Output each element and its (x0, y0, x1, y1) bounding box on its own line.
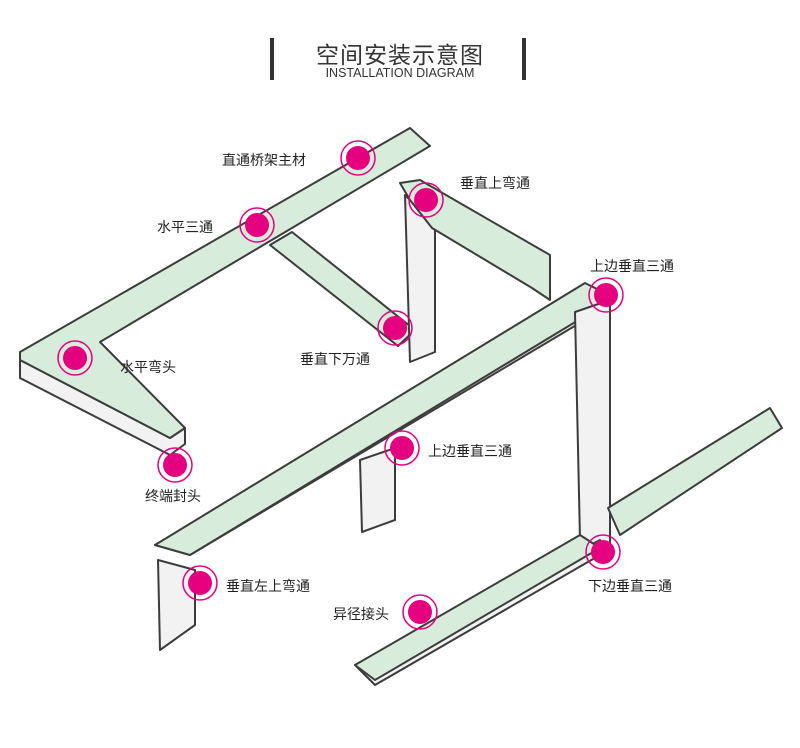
label-upper-vertical-tee-2: 上边垂直三通 (428, 444, 512, 460)
label-lower-vertical-tee: 下边垂直三通 (588, 579, 672, 595)
tray-right-vertical (574, 299, 611, 561)
label-reducer: 异径接头 (333, 607, 389, 623)
label-end-cap: 终端封头 (145, 489, 201, 505)
tray-lower-left (354, 534, 601, 681)
marker-vertical-down-elbow (377, 310, 413, 346)
marker-lower-vertical-tee (585, 534, 621, 570)
label-horizontal-elbow: 水平弯头 (120, 360, 176, 376)
title-bar-left (270, 38, 274, 80)
marker-end-cap (157, 447, 193, 483)
tray-main-upper (19, 127, 431, 439)
label-upper-vertical-tee-1: 上边垂直三通 (590, 259, 674, 275)
markers (57, 140, 624, 630)
marker-horizontal-tee (239, 207, 275, 243)
marker-reducer (402, 594, 438, 630)
marker-straight-tray (340, 140, 376, 176)
marker-upper-vertical-tee-2 (384, 430, 420, 466)
label-vertical-left-up-elbow: 垂直左上弯通 (226, 579, 310, 595)
title-chinese: 空间安装示意图 (316, 43, 484, 69)
label-vertical-up-elbow: 垂直上弯通 (460, 176, 530, 192)
label-vertical-down-elbow: 垂直下万通 (300, 352, 370, 368)
marker-horizontal-elbow (57, 340, 93, 376)
title-bar-right (522, 38, 526, 80)
tray-lower-right (607, 407, 783, 536)
tray-vertical-left-drop (157, 559, 196, 651)
label-straight-tray: 直通桥架主材 (222, 153, 306, 169)
tray-support-pillar (359, 447, 396, 533)
title-english: INSTALLATION DIAGRAM (325, 66, 475, 80)
marker-vertical-left-up-elbow (182, 565, 218, 601)
label-horizontal-tee: 水平三通 (157, 220, 213, 236)
marker-upper-vertical-tee-1 (588, 277, 624, 313)
marker-vertical-up-elbow (408, 182, 444, 218)
